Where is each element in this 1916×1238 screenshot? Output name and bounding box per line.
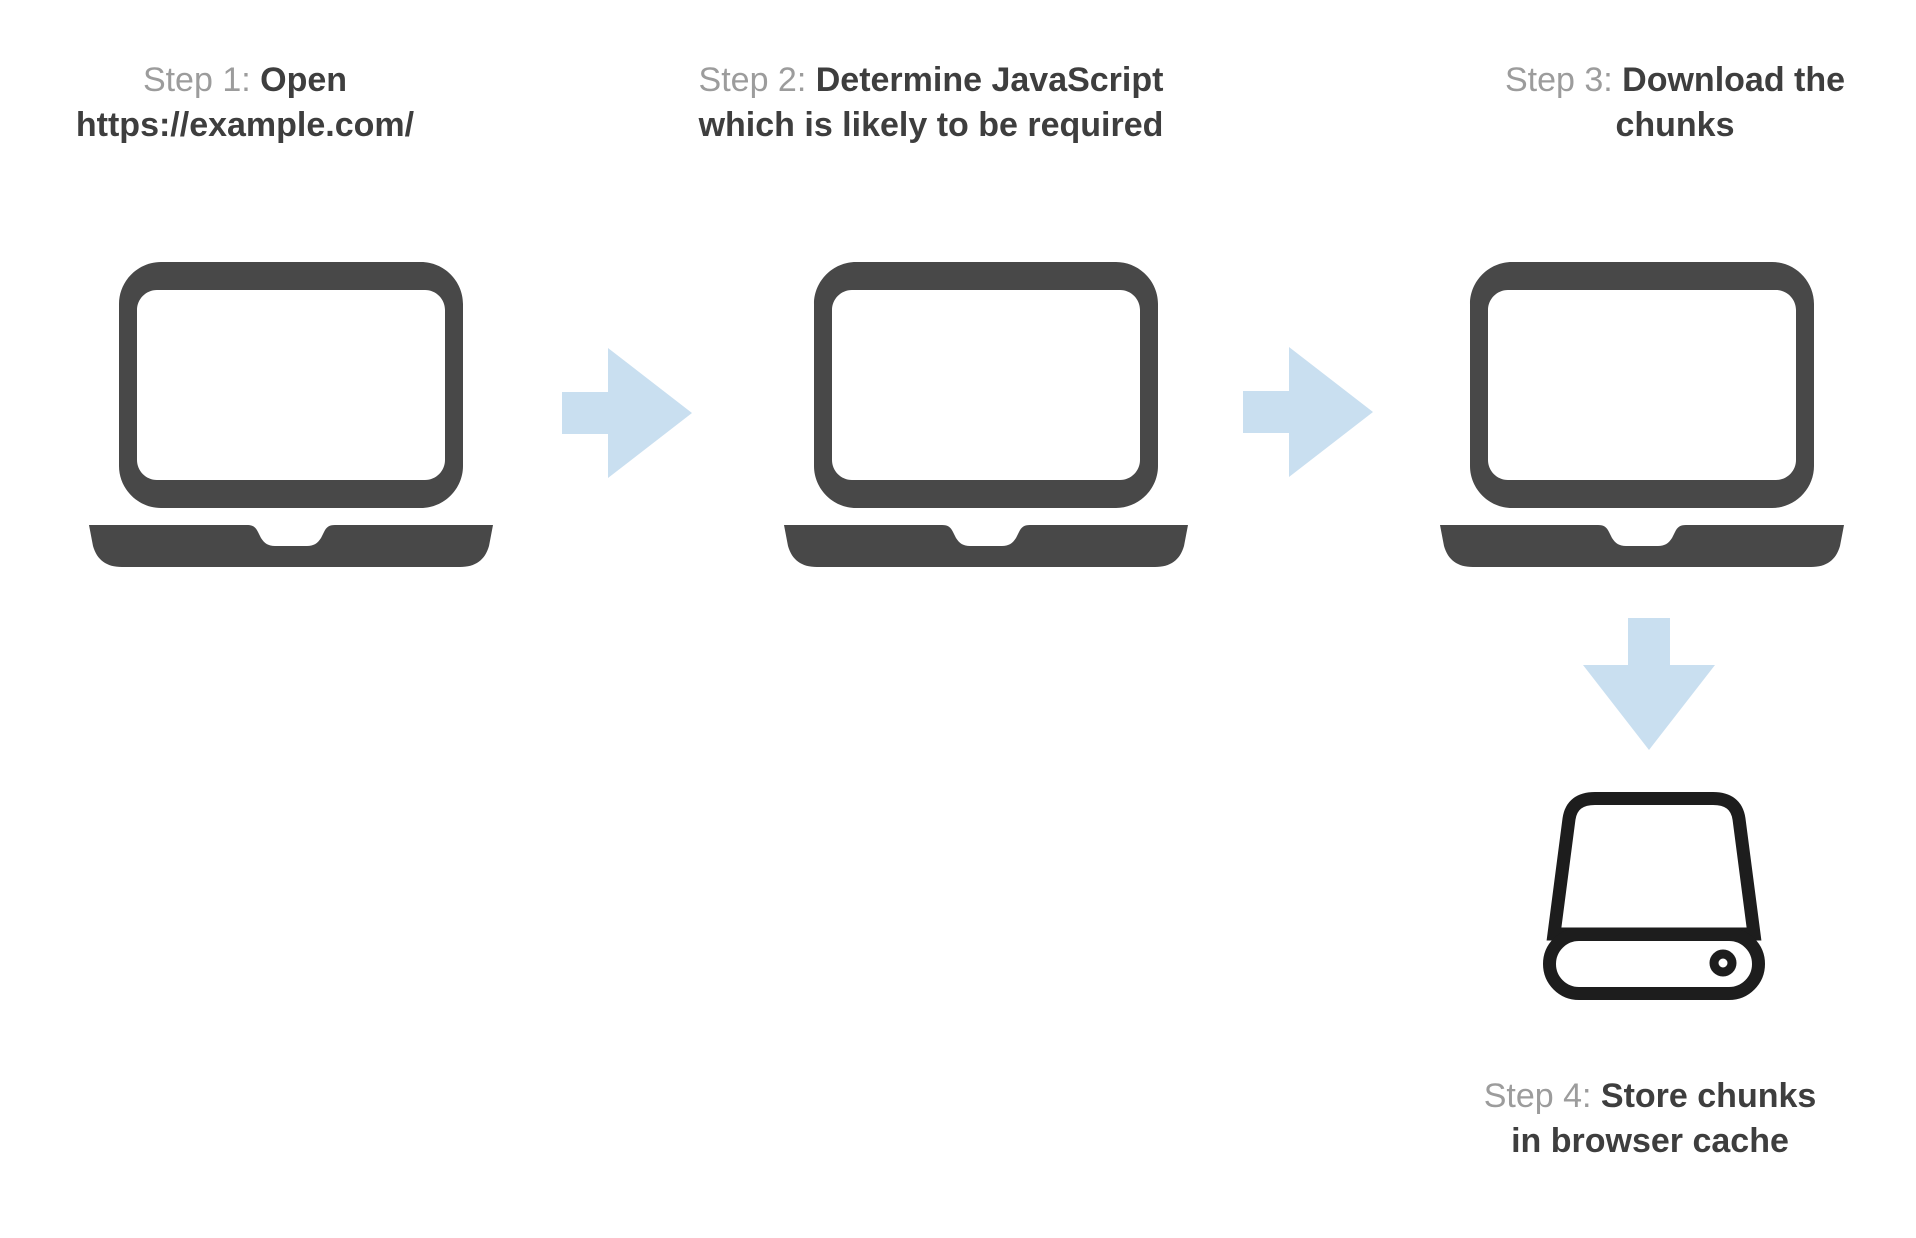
arrow-right-icon [1243, 347, 1373, 477]
arrow-down-icon [1583, 618, 1715, 750]
caption-line: Step 4: Store chunks [1400, 1074, 1900, 1119]
caption-line: Step 2: Determine JavaScript [631, 58, 1231, 103]
caption-line: Step 3: Download the [1425, 58, 1916, 103]
caption-line: in browser cache [1400, 1119, 1900, 1164]
caption-line: which is likely to be required [631, 103, 1231, 148]
laptop-icon [89, 262, 493, 567]
caption-line: Step 1: Open [0, 58, 495, 103]
caption-segment: Step 2: [698, 61, 816, 99]
caption-segment: Open [260, 61, 348, 99]
hard-drive-icon [1543, 792, 1765, 1000]
caption-segment: in browser cache [1511, 1122, 1789, 1160]
caption-line: https://example.com/ [0, 103, 495, 148]
caption-segment: Download the [1622, 61, 1846, 99]
laptop-icon [1440, 262, 1844, 567]
caption-segment: Step 3: [1504, 61, 1623, 99]
caption-segment: https://example.com/ [75, 106, 415, 144]
arrow-right-icon [562, 348, 692, 478]
caption-segment: Step 4: [1483, 1077, 1601, 1115]
caption-segment: which is likely to be required [698, 106, 1164, 144]
caption-segment: Step 1: [142, 61, 261, 99]
laptop-icon [784, 262, 1188, 567]
caption-segment: Determine JavaScript [815, 61, 1164, 99]
caption-segment: chunks [1615, 106, 1735, 144]
caption-line: chunks [1425, 103, 1916, 148]
caption-segment: Store chunks [1600, 1077, 1817, 1115]
